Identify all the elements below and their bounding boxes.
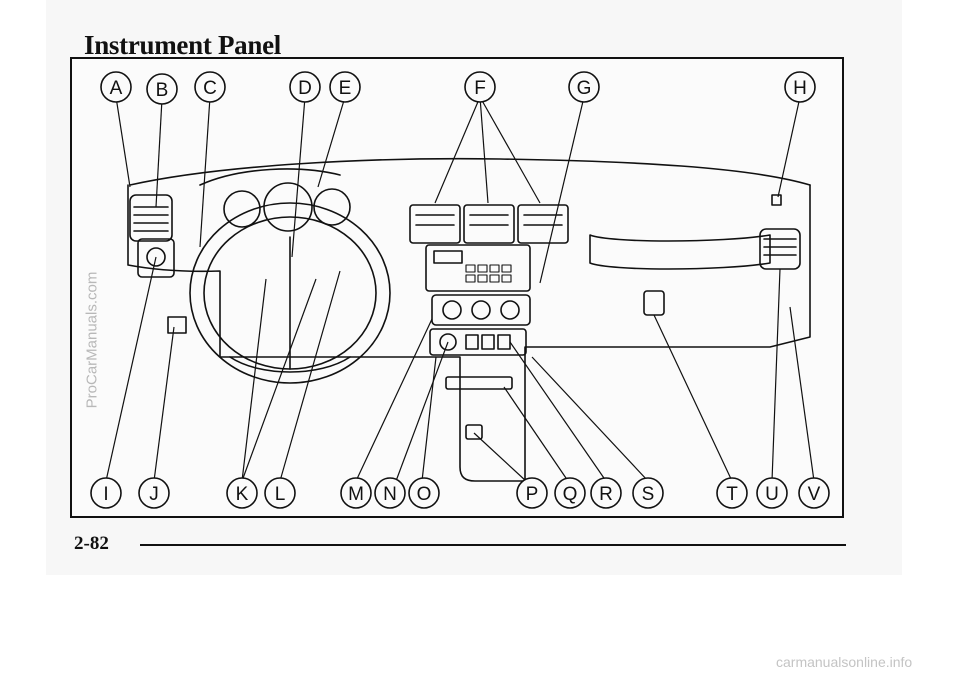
glove-box-latch (643, 290, 665, 316)
callout-label-j: J (149, 484, 159, 505)
center-vent-left (409, 204, 461, 244)
callout-label-c: C (203, 78, 217, 99)
callout-label-e: E (339, 78, 352, 99)
callout-b (146, 73, 178, 105)
callout-q (554, 477, 586, 509)
callout-label-m: M (348, 484, 364, 505)
callout-k (226, 477, 258, 509)
callout-n (374, 477, 406, 509)
callout-t (716, 477, 748, 509)
callout-label-a: A (110, 78, 123, 99)
callout-o (408, 477, 440, 509)
figure-frame (70, 57, 844, 518)
fuel-gauge (313, 188, 351, 226)
callout-c (194, 71, 226, 103)
page-title: Instrument Panel (84, 30, 281, 60)
callout-s (632, 477, 664, 509)
page-number: 2-82 (74, 533, 109, 554)
speedometer (263, 182, 313, 232)
callout-label-b: B (156, 80, 169, 101)
callout-v (798, 477, 830, 509)
callout-label-p: P (526, 484, 539, 505)
callout-r (590, 477, 622, 509)
callout-label-n: N (383, 484, 397, 505)
tachometer (223, 190, 261, 228)
center-vent-right (517, 204, 569, 244)
callout-a (100, 71, 132, 103)
callout-label-d: D (298, 78, 312, 99)
callout-j (138, 477, 170, 509)
climate-panel (431, 294, 531, 326)
watermark-bottom: carmanualsonline.info (776, 654, 913, 670)
callout-label-t: T (726, 484, 738, 505)
accessory-outlet (465, 424, 483, 440)
callout-f (464, 71, 496, 103)
instrument-panel-diagram: A B C D E F G H I J K L M N O P Q R S (90, 71, 830, 509)
callout-m (340, 477, 372, 509)
callout-label-f: F (474, 78, 486, 99)
callout-d (289, 71, 321, 103)
callout-label-l: L (275, 484, 286, 505)
steering-wheel-outer (189, 202, 391, 384)
glove-box (589, 234, 771, 270)
callout-g (568, 71, 600, 103)
callout-label-o: O (417, 484, 432, 505)
callout-label-s: S (642, 484, 655, 505)
fuse-cover (167, 316, 187, 334)
cluster-hood (199, 168, 341, 186)
callout-e (329, 71, 361, 103)
radio-unit (425, 244, 531, 292)
callout-p (516, 477, 548, 509)
callout-label-q: Q (563, 484, 578, 505)
center-vent-middle (463, 204, 515, 244)
callout-label-u: U (765, 484, 779, 505)
callout-label-k: K (236, 484, 249, 505)
left-vent (129, 194, 173, 242)
watermark-side: ProCarManuals.com (83, 271, 101, 409)
footer-rule (140, 544, 846, 546)
callout-u (756, 477, 788, 509)
callout-i (90, 477, 122, 509)
callout-label-g: G (577, 78, 592, 99)
dash-top-edge (129, 157, 811, 186)
callout-h (784, 71, 816, 103)
callout-label-r: R (599, 484, 613, 505)
callout-label-v: V (808, 484, 821, 505)
headlamp-switch (137, 238, 175, 278)
ashtray (445, 376, 513, 390)
callout-label-h: H (793, 78, 807, 99)
callout-label-i: I (103, 484, 108, 505)
passenger-airbag-symbol (771, 194, 782, 206)
lower-switch-panel (429, 328, 527, 356)
dash-outline (127, 184, 811, 482)
callout-l (264, 477, 296, 509)
